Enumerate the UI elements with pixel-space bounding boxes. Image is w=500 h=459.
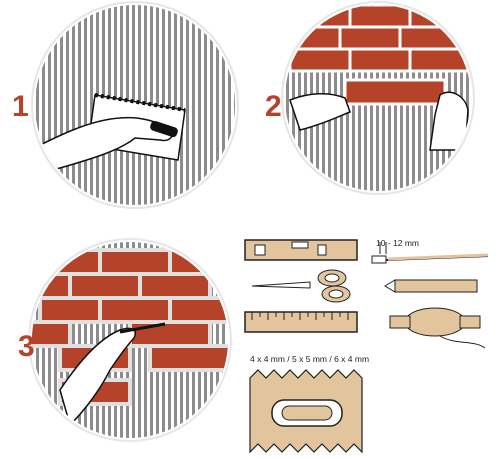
tools-illustration (244, 239, 489, 454)
step-2-panel: 2 (250, 0, 500, 215)
trowel-size-label: 4 x 4 mm / 5 x 5 mm / 6 x 4 mm (250, 354, 370, 364)
notched-trowel-icon (249, 369, 363, 454)
step-1-illustration (31, 1, 239, 209)
hand-with-brush (59, 327, 136, 427)
spirit-level-icon (244, 239, 358, 261)
string-icon (389, 307, 486, 349)
brush-size-label: 10 - 12 mm (376, 238, 419, 248)
brush-icon (371, 242, 489, 264)
pencil-icon (384, 279, 478, 293)
grout-brush (119, 322, 166, 334)
step-2-illustration (281, 1, 475, 195)
tools-panel: 10 - 12 mm 4 x 4 mm / 5 x 5 mm / 6 x 4 m… (240, 230, 500, 454)
right-hand (429, 91, 469, 151)
step-3-number: 3 (18, 330, 35, 363)
ruler-icon (244, 311, 358, 333)
trowel-handle (150, 120, 178, 138)
scissors-icon (251, 269, 351, 303)
step-1-number: 1 (12, 90, 29, 123)
step-2-number: 2 (265, 90, 282, 123)
step-3-illustration (28, 238, 232, 442)
brick-being-placed (343, 78, 447, 106)
left-hand (289, 93, 351, 131)
step-3-panel: 3 (0, 230, 240, 454)
step-1-panel: 1 (0, 0, 250, 215)
